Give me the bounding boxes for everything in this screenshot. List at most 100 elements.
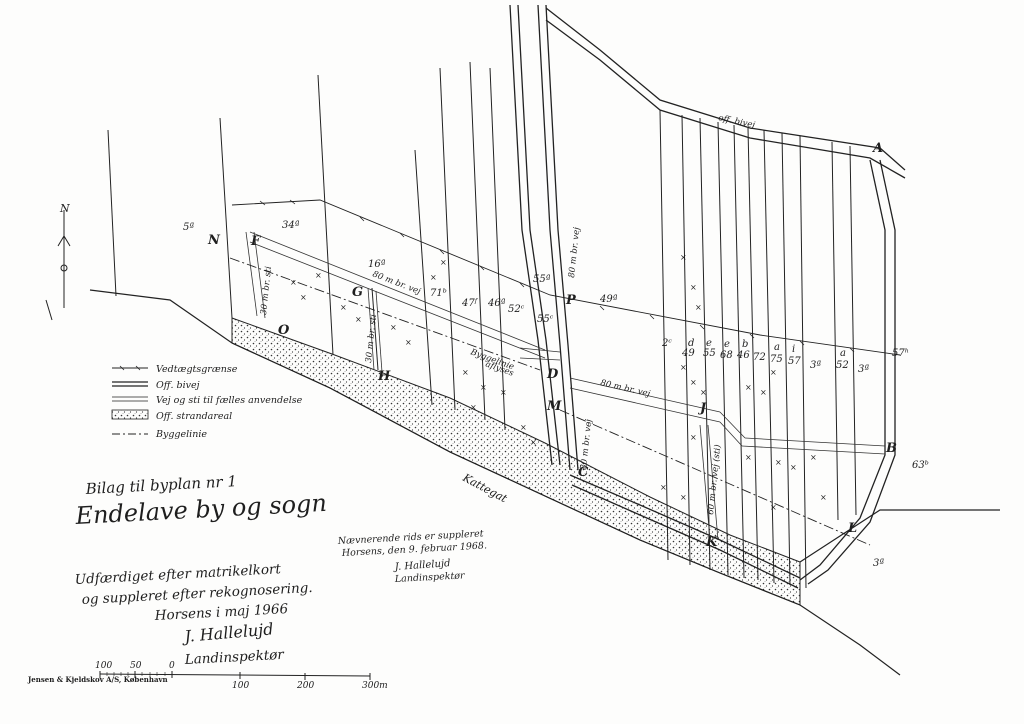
parcel-label: 47ᶠ <box>461 298 479 309</box>
update-note-role: Landinspektør <box>394 570 467 585</box>
svg-text:×: × <box>300 293 307 302</box>
parcel-label: 16ª <box>368 259 386 270</box>
scale-tick-label: 50 <box>130 661 142 671</box>
svg-text:×: × <box>462 368 469 377</box>
parcel-label: 3ª <box>858 364 869 375</box>
parcel-sub-label: d <box>688 338 694 349</box>
svg-text:×: × <box>700 388 707 397</box>
svg-text:×: × <box>480 383 487 392</box>
point-label: M <box>546 399 562 414</box>
parcel-label: 3ª <box>873 558 884 569</box>
shared-roads <box>245 231 886 541</box>
svg-text:×: × <box>810 453 817 462</box>
svg-text:×: × <box>390 323 397 332</box>
public-road <box>509 4 906 589</box>
svg-text:×: × <box>430 273 437 282</box>
update-note-signature: J. Hallelujd <box>392 558 450 573</box>
svg-text:×: × <box>470 403 477 412</box>
svg-text:×: × <box>690 283 697 292</box>
parcel-label: 55ᶜ <box>537 314 554 325</box>
parcel-sub-label: i <box>792 344 795 355</box>
made-note-role: Landinspektør <box>183 647 285 668</box>
legend-item-label: Off. strandareal <box>156 411 232 422</box>
point-label: A <box>871 141 883 156</box>
svg-text:×: × <box>745 383 752 392</box>
point-label: J <box>697 401 707 416</box>
svg-text:×: × <box>770 368 777 377</box>
svg-text:×: × <box>770 503 777 512</box>
point-label: K <box>705 535 718 550</box>
printer-imprint: Jensen & Kjeldskov A/S, København <box>27 675 168 684</box>
svg-text:×: × <box>760 388 767 397</box>
parcel-label: 49 <box>681 348 695 359</box>
parcel-label: 63ᵇ <box>912 460 929 471</box>
made-note-signature: J. Hallelujd <box>181 619 274 646</box>
point-label: N <box>207 233 221 248</box>
parcel-label: 55ª <box>533 274 551 285</box>
road-label-bivej: off. bivej <box>717 113 756 131</box>
point-label: L <box>847 521 857 536</box>
svg-text:×: × <box>520 423 527 432</box>
scale-tick-label: 100 <box>232 681 249 691</box>
point-labels: N F G O H P D M J C K A B L <box>207 141 897 550</box>
parcel-label: 2ᶜ <box>661 338 672 349</box>
point-label: O <box>278 323 290 338</box>
parcel-label: 46 <box>736 350 750 361</box>
svg-text:×: × <box>315 271 322 280</box>
building-line <box>229 257 871 546</box>
legend-item-label: Vedtægtsgrænse <box>156 364 238 375</box>
parcel-labels: 5ª 34ª 16ª 71ᵇ 47ᶠ 46ª 52ᶜ 55ª 55ᶜ 49ª 5… <box>183 220 929 569</box>
svg-text:×: × <box>530 438 537 447</box>
point-label: D <box>546 367 559 382</box>
scale-bar <box>99 671 371 680</box>
parcel-label: 46ª <box>487 298 506 309</box>
svg-text:×: × <box>775 458 782 467</box>
parcel-sub-label: a <box>774 342 780 353</box>
north-label: N <box>59 202 70 215</box>
svg-text:×: × <box>690 433 697 442</box>
parcel-label: 3ª <box>810 360 821 371</box>
svg-text:×: × <box>355 315 362 324</box>
parcel-label: 72 <box>753 352 766 363</box>
legend-item-label: Off. bivej <box>156 380 200 391</box>
parcel-label: 55 <box>703 348 716 359</box>
statute-boundary <box>231 199 901 356</box>
svg-text:×: × <box>440 258 447 267</box>
parcel-label: 52ᶜ <box>508 304 525 315</box>
vegetation-marks: ××× ××× ××× ××× ××× ××× ××× ××× ××× ××× … <box>290 253 827 512</box>
point-label: H <box>377 369 391 384</box>
road-label-sti: 30 m br. sti <box>259 266 274 316</box>
parcel-label: 68 <box>720 350 733 361</box>
legend-item-label: Vej og sti til fælles anvendelse <box>156 395 303 406</box>
svg-text:×: × <box>695 303 702 312</box>
road-label-vej: 80 m br. vej <box>567 226 582 278</box>
svg-text:×: × <box>680 363 687 372</box>
parcel-label: 34ª <box>282 220 300 231</box>
made-note-line-3: Horsens i maj 1966 <box>153 601 289 624</box>
scale-tick-label: 0 <box>169 661 175 671</box>
svg-text:×: × <box>745 453 752 462</box>
coastline <box>89 289 1000 676</box>
scale-tick-label: 200 <box>296 681 314 691</box>
point-label: F <box>250 234 261 249</box>
svg-text:×: × <box>690 378 697 387</box>
svg-text:×: × <box>790 463 797 472</box>
svg-text:×: × <box>820 493 827 502</box>
svg-text:×: × <box>680 493 687 502</box>
parcel-label: 52 <box>836 360 849 371</box>
parcel-boundaries <box>107 61 857 589</box>
parcel-sub-label: a <box>840 348 846 359</box>
north-arrow <box>45 210 71 321</box>
road-label-vej: 80 m br. vej <box>579 418 594 470</box>
svg-text:×: × <box>405 338 412 347</box>
scale-tick-label: 100 <box>95 661 112 671</box>
parcel-label: 57 <box>788 356 801 367</box>
point-label: B <box>885 441 897 456</box>
parcel-label: 75 <box>770 354 783 365</box>
legend-item-label: Byggelinie <box>155 429 207 440</box>
scale-tick-label: 300m <box>362 681 388 691</box>
parcel-sub-label: b <box>742 339 748 350</box>
parcel-label: 49ª <box>599 294 618 305</box>
point-label: G <box>352 285 363 300</box>
